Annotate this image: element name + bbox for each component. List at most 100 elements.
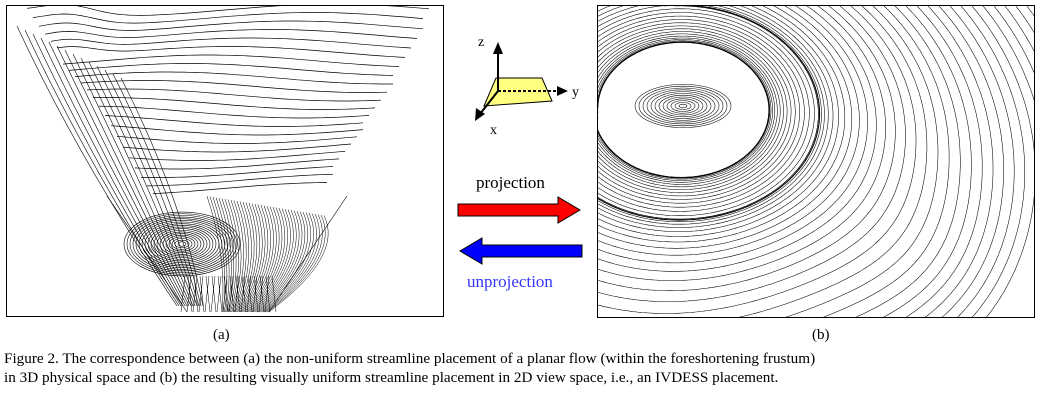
streamline: [255, 209, 297, 313]
streamline: [218, 197, 232, 313]
streamline: [216, 275, 222, 313]
streamline: [180, 275, 186, 313]
streamline: [265, 275, 271, 313]
streamline: [212, 196, 228, 313]
streamline: [249, 207, 283, 313]
streamline: [62, 54, 400, 67]
streamline: [244, 205, 271, 313]
streamline: [80, 80, 388, 93]
streamline: [110, 125, 364, 136]
streamline: [253, 208, 291, 313]
streamline: [598, 6, 839, 237]
streamline: [122, 143, 352, 153]
streamline: [210, 275, 216, 313]
streamline: [257, 210, 303, 313]
x-axis: [479, 90, 499, 115]
streamline: [68, 63, 394, 76]
streamline: [598, 6, 846, 243]
streamline: [252, 275, 258, 313]
physical-space-streamlines: [16, 6, 430, 313]
streamline: [598, 41, 770, 179]
streamline: [230, 199, 242, 313]
vortex-ring: [654, 93, 712, 119]
streamline: [32, 33, 182, 307]
vortex-ring: [135, 218, 229, 270]
vortex-ring: [177, 241, 187, 247]
streamline: [232, 200, 244, 313]
streamline: [243, 204, 269, 313]
streamline: [74, 71, 393, 85]
projection-label: projection: [476, 173, 545, 192]
y-arrowhead: [557, 86, 568, 96]
streamline: [262, 212, 314, 313]
streamline: [152, 182, 328, 194]
streamline: [598, 42, 769, 178]
streamline: [258, 275, 264, 313]
streamline: [247, 206, 277, 313]
streamline: [938, 6, 1004, 317]
vortex-ring: [650, 91, 716, 121]
streamline: [236, 201, 252, 313]
panel-a-label: (a): [213, 327, 230, 343]
caption-line-1: Figure 2. The correspondence between (a)…: [4, 350, 816, 367]
streamline: [193, 275, 199, 313]
streamline: [223, 275, 229, 313]
vortex-ring: [129, 215, 235, 273]
streamline: [971, 6, 1034, 317]
streamline: [204, 275, 210, 313]
streamline: [112, 73, 202, 307]
streamline: [598, 6, 906, 302]
streamline: [266, 214, 323, 313]
streamline: [242, 204, 266, 313]
caption-line-2: in 3D physical space and (b) the resulti…: [4, 369, 779, 386]
streamline: [260, 211, 309, 313]
streamline: [268, 215, 329, 313]
streamline: [598, 35, 778, 185]
streamline: [598, 39, 773, 181]
streamline: [259, 211, 306, 313]
vortex-ring: [634, 84, 732, 128]
streamline: [598, 6, 611, 12]
streamline: [598, 31, 784, 190]
streamline: [598, 40, 772, 180]
streamline: [240, 203, 263, 313]
y-axis-label: y: [572, 85, 579, 100]
streamline: [229, 275, 235, 313]
streamline-panel-a: [6, 5, 444, 317]
streamline: [215, 197, 230, 313]
streamline: [271, 275, 277, 313]
streamline: [1004, 6, 1034, 52]
streamline: [240, 275, 246, 313]
vortex-ring: [174, 239, 190, 249]
panel-b-label: (b): [812, 327, 830, 343]
streamline: [56, 45, 188, 307]
streamline: [883, 6, 972, 317]
streamline: [245, 205, 274, 313]
vortex-ring: [666, 98, 700, 114]
streamline: [598, 22, 796, 200]
streamline: [246, 275, 252, 313]
streamline: [598, 6, 853, 249]
vortex-ring: [646, 89, 720, 123]
vortex-ring: [678, 103, 688, 109]
unprojection-label: unprojection: [467, 272, 553, 291]
streamline: [598, 15, 805, 208]
streamline: [855, 6, 961, 317]
vortex-ring: [658, 94, 708, 118]
z-arrowhead: [493, 42, 503, 54]
streamline: [141, 166, 334, 178]
vortex-ring: [168, 236, 196, 252]
streamline: [92, 97, 376, 110]
streamline: [251, 208, 288, 313]
streamline: [146, 173, 334, 187]
streamline: [264, 275, 270, 313]
streamline: [598, 6, 834, 232]
streamline: [1026, 6, 1034, 17]
streamline: [237, 202, 255, 313]
streamline: [598, 6, 820, 221]
streamline: [982, 6, 1034, 101]
streamline: [598, 6, 821, 221]
streamline: [598, 6, 917, 314]
streamline: [598, 19, 800, 204]
streamline: [265, 213, 320, 313]
